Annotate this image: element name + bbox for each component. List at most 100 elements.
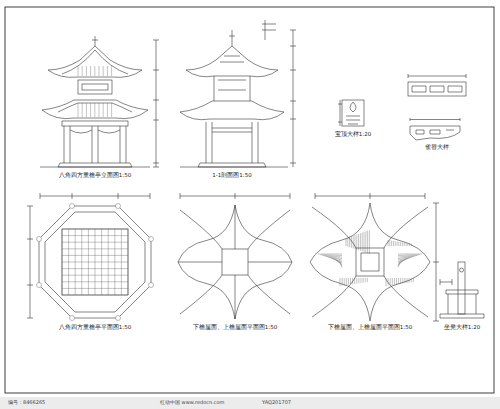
rafter [111,103,112,117]
column [70,204,75,209]
tile-hatch [388,240,389,246]
floor-grid [62,288,128,289]
tile-hatch [398,258,410,262]
rafter [78,103,79,117]
view-title: 下檐屋面、上檐屋面平面图1:50 [193,324,277,330]
rafter [107,103,108,117]
tile-hatch [398,278,399,284]
rafter [103,103,104,117]
tile-hatch [335,259,342,264]
tile-hatch [402,242,403,246]
tile-hatch [411,244,412,246]
tile-hatch [396,278,397,285]
tile-hatch [340,261,342,268]
tile-hatch [391,241,392,246]
tile-hatch [355,235,356,249]
tile-hatch [358,234,359,250]
bracket-detail [408,74,466,140]
tile-hatch [402,278,403,284]
tile-hatch [353,236,354,249]
tile-hatch [369,230,370,254]
column [116,204,121,209]
tile-hatch [398,254,422,255]
column [37,237,42,242]
detail-title: 坐凳大样1:20 [444,324,480,330]
tile-hatch [346,278,347,285]
roof-plan-a [178,193,292,319]
tile-hatch [356,278,357,284]
floor-grid [114,229,115,295]
watermark: YAQ201707 [262,400,291,406]
view-title: 八角四方重檐亭立面图1:50 [59,172,131,178]
tile-hatch [398,259,405,264]
tile-hatch [356,234,357,249]
tile-hatch [398,242,399,246]
tile-hatch [320,254,342,256]
watermark-bar [0,397,500,409]
tile-hatch [344,278,345,285]
finial-detail [338,100,364,126]
tile-hatch [404,278,405,283]
rafter [94,66,95,76]
column [149,283,154,288]
column [149,237,154,242]
tile-hatch [398,261,400,268]
tile-hatch [358,278,359,283]
tile-hatch [398,254,420,256]
tile-hatch [409,278,410,283]
tile-hatch [386,278,387,286]
elevation-view [40,36,159,167]
tile-hatch [394,278,395,285]
tile-hatch [393,241,394,246]
tile-hatch [409,244,410,246]
rafter [90,103,91,117]
tile-hatch [346,238,347,246]
watermark: 红动中国 www.redocn.com [160,400,224,406]
rafter [82,103,83,117]
tile-hatch [350,278,351,285]
tile-hatch [351,236,352,248]
tile-hatch [400,242,401,246]
tile-hatch [407,243,408,246]
plan-view [27,193,151,318]
tile-hatch [407,278,408,283]
rafter [78,66,79,76]
column [70,316,75,321]
floor-grid [62,295,128,296]
tile-hatch [367,278,368,282]
column [116,316,121,321]
tile-hatch [318,254,342,255]
tile-hatch [330,258,342,262]
sheet-frame [5,7,494,393]
tile-hatch [395,241,396,246]
tile-hatch [367,231,368,253]
rafter [99,103,100,117]
tile-hatch [413,278,414,282]
section-view [180,20,296,167]
tile-hatch [347,237,348,246]
rafter [111,66,112,76]
tile-hatch [406,243,407,246]
detail-title: 雀替大样 [425,144,449,150]
tile-hatch [340,278,341,286]
rafter [86,66,87,76]
floor-grid [62,275,128,276]
detail-title: 宝顶大样1:20 [335,131,371,137]
rafter [86,103,87,117]
tile-hatch [398,259,408,264]
tile-hatch [362,233,363,252]
roof-plan-b [310,193,439,321]
tile-hatch [365,231,366,252]
tile-hatch [400,278,401,284]
tile-hatch [411,278,412,282]
floor-grid [121,229,122,295]
floor-grid [62,262,128,263]
tile-hatch [352,278,353,284]
tile-hatch [364,232,365,252]
view-title: 1-1剖面图1:50 [212,172,251,178]
floor-grid [62,281,128,282]
tile-hatch [348,278,349,285]
tile-hatch [390,278,391,285]
tile-hatch [342,278,343,286]
